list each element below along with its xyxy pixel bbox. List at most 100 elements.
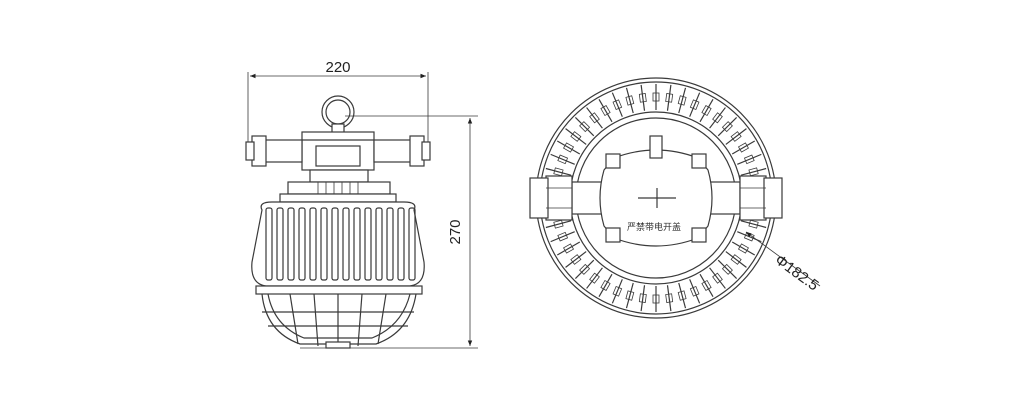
fin-slot [677, 95, 687, 106]
radial-fin [678, 282, 687, 309]
radial-fin [731, 140, 756, 155]
radial-fin [666, 285, 672, 312]
fin-slot [665, 293, 674, 303]
fin-slot [712, 112, 723, 124]
fin-slot [737, 142, 749, 153]
fin-slot [701, 105, 712, 117]
fin-slot [748, 219, 759, 229]
radial-fin [725, 128, 747, 145]
radial-fins [542, 84, 770, 312]
diameter-label: Φ182.5 [772, 251, 822, 294]
side-view: 220 270 [245, 59, 478, 349]
radial-fin [725, 251, 747, 268]
radial-fin [666, 84, 672, 111]
cooling-fin [298, 207, 306, 281]
fin-slot [638, 93, 647, 103]
radial-fin [586, 267, 603, 289]
fin-slot [652, 92, 660, 102]
cooling-fin [309, 207, 317, 281]
radial-fin [709, 107, 726, 129]
radial-fin [611, 279, 623, 304]
fin-slot [557, 154, 569, 165]
fin-slot [730, 131, 742, 142]
radial-fin [545, 167, 572, 176]
fin-slot [665, 93, 674, 103]
fin-slot [570, 254, 582, 265]
fin-slot [625, 95, 635, 106]
radial-fin [556, 140, 581, 155]
fin-slot [557, 231, 569, 242]
fin-slot [600, 279, 611, 291]
radial-fin [598, 273, 613, 298]
fin-slot [589, 112, 600, 124]
radial-fin [717, 116, 738, 137]
radial-fin [550, 231, 575, 243]
fin-slot [689, 285, 700, 297]
radial-fin [611, 92, 623, 117]
fin-slot [553, 219, 564, 229]
fin-slot [730, 254, 742, 265]
warning-note: 严禁带电开盖 [627, 221, 681, 233]
width-label: 220 [325, 59, 350, 76]
fin-slot [721, 263, 733, 275]
cooling-fin [287, 207, 295, 281]
fin-slot [579, 263, 591, 275]
fin-slot [638, 293, 647, 303]
fin-slot [612, 285, 623, 297]
radial-fin [678, 87, 687, 114]
fin-slot [748, 167, 759, 177]
cooling-fin [353, 207, 361, 281]
height-label: 270 [447, 219, 464, 244]
radial-fin [737, 153, 762, 165]
fin-slot [563, 243, 575, 254]
radial-fin [640, 84, 646, 111]
radial-fin [699, 273, 714, 298]
radial-fin [699, 98, 714, 123]
junction-box [245, 131, 431, 171]
radial-fin [565, 251, 587, 268]
radial-fin [740, 220, 767, 229]
radial-fin [731, 241, 756, 256]
fin-slot [743, 154, 755, 165]
radial-fin [574, 116, 595, 137]
fin-slot [625, 290, 635, 301]
radial-fin [598, 98, 613, 123]
fin-slot [563, 142, 575, 153]
neck [279, 169, 397, 203]
fin-slot [553, 167, 564, 177]
width-dimension: 220 [247, 59, 429, 150]
cooling-fin [331, 207, 339, 281]
fin-slot [570, 131, 582, 142]
top-view: 严禁带电开盖 Φ182.5 [529, 77, 822, 319]
cooling-fin [408, 207, 416, 281]
fin-slot [721, 121, 733, 133]
cooling-fin [265, 207, 273, 281]
radial-fin [709, 267, 726, 289]
radial-fin [574, 259, 595, 280]
fin-slot [652, 294, 660, 304]
cooling-fin [276, 207, 284, 281]
fin-slot [579, 121, 591, 133]
radial-fin [550, 153, 575, 165]
radial-fin [625, 87, 634, 114]
fin-slot [600, 105, 611, 117]
cooling-fin [375, 207, 383, 281]
cover: 严禁带电开盖 [599, 135, 713, 247]
fin-slot [589, 272, 600, 284]
radial-fin [740, 167, 767, 176]
fin-slot [612, 99, 623, 111]
radial-fin [640, 285, 646, 312]
cooling-fin [386, 207, 394, 281]
fin-slot [689, 99, 700, 111]
radial-fin [689, 92, 701, 117]
guard-cage [255, 285, 423, 349]
cooling-fin [397, 207, 405, 281]
fin-slot [677, 290, 687, 301]
radial-fin [565, 128, 587, 145]
radial-fin [586, 107, 603, 129]
fin-slot [701, 279, 712, 291]
cooling-fin [342, 207, 350, 281]
radial-fin [625, 282, 634, 309]
radial-fin [556, 241, 581, 256]
